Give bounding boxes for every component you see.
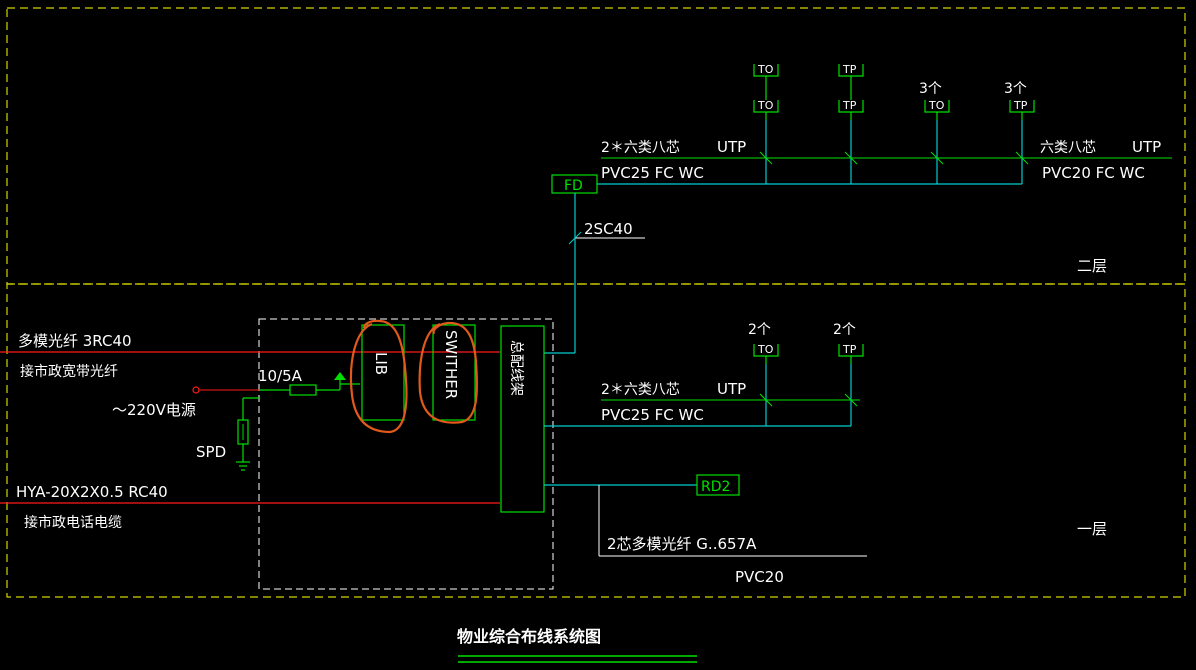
phone-input-desc: 接市政电话电缆 (24, 514, 122, 531)
floor-label-upper: 二层 (1077, 257, 1107, 275)
rd-box (696, 474, 740, 496)
fd-label: FD (564, 178, 583, 194)
upper-cable-right-utp: UTP (1132, 138, 1161, 156)
equipment-room-box (258, 318, 554, 590)
upper-outlet-0-bottom: TO (753, 99, 779, 120)
upper-outlet-3-bottom-label: TP (1013, 99, 1028, 112)
fiber-out-conduit: PVC20 (735, 568, 784, 586)
lower-outlet-0: TO (753, 343, 779, 364)
annotation-circle-lib (349, 319, 408, 434)
switch-box (432, 324, 476, 421)
lower-outlet-0-symbol (753, 344, 779, 364)
upper-cable-left-bottom: PVC25 FC WC (601, 164, 704, 182)
lib-box (361, 324, 405, 421)
phone-input-label: HYA-20X2X0.5 RC40 (16, 483, 168, 501)
upper-drop-ticks (759, 151, 1029, 165)
rd-label: RD2 (701, 479, 730, 495)
upper-outlet-2-bottom-symbol (924, 100, 950, 120)
spd-label: SPD (196, 443, 226, 461)
lower-outlets: TO 2个 TP 2个 (748, 322, 864, 364)
upper-outlet-0-top-symbol (753, 64, 779, 84)
upper-outlet-1-bottom-symbol (838, 100, 864, 120)
fiber-out-label: 2芯多模光纤 G..657A (607, 535, 757, 553)
lower-cable-bottom: PVC25 FC WC (601, 406, 704, 424)
lower-outlet-1-count: 2个 (833, 322, 856, 338)
upper-cable-left-top: 2＊六类八芯 (601, 140, 680, 156)
upper-outlet-3-count: 3个 (1004, 81, 1027, 97)
upper-outlet-0-top-label: TO (757, 63, 774, 76)
upper-outlet-2-count: 3个 (919, 81, 942, 97)
upper-cable-right-top: 六类八芯 (1040, 140, 1096, 156)
upper-outlet-1-bottom: TP (838, 99, 864, 120)
lower-outlet-1-symbol (838, 344, 864, 364)
lower-outlet-0-label: TO (757, 343, 774, 356)
lower-outlet-1: TP (838, 343, 864, 364)
lower-outlet-1-label: TP (842, 343, 857, 356)
breaker-label: 10/5A (258, 367, 303, 385)
upper-outlet-0-bottom-label: TO (757, 99, 774, 112)
riser-line (544, 193, 576, 354)
main-frame-label: 总配线架 (508, 340, 524, 396)
frame-lower-floor (6, 283, 1186, 598)
upper-outlet-1-top-label: TP (842, 63, 857, 76)
fiber-input-label: 多模光纤 3RC40 (18, 332, 132, 350)
floor-label-lower: 一层 (1077, 520, 1107, 538)
lower-drops (765, 364, 852, 426)
lower-outlet-0-count: 2个 (748, 322, 771, 338)
floor-frames (6, 7, 1186, 598)
upper-outlet-3-bottom: TP (1009, 99, 1035, 120)
main-distribution-frame (500, 325, 545, 513)
upper-outlet-1-top-symbol (838, 64, 864, 84)
breaker-symbol (334, 372, 346, 380)
upper-outlet-0-top: TO (753, 63, 779, 84)
annotation-circle-switch (418, 321, 478, 424)
upper-cable-left-utp: UTP (717, 138, 746, 156)
lower-drop-ticks (759, 393, 858, 407)
upper-cable-right-bottom: PVC20 FC WC (1042, 164, 1145, 182)
upper-outlet-0-bottom-symbol (753, 100, 779, 120)
upper-drops (765, 120, 1023, 184)
power-label: ～220V电源 (112, 401, 196, 419)
lower-cable-utp: UTP (717, 380, 746, 398)
power-circuit (236, 378, 360, 471)
diagram-title: 物业综合布线系统图 (457, 627, 601, 646)
switch-label: SWITHER (442, 330, 460, 399)
upper-outlet-1-bottom-label: TP (842, 99, 857, 112)
riser-cable-label: 2SC40 (584, 220, 633, 238)
upper-outlet-2-bottom-label: TO (928, 99, 945, 112)
riser-tick (568, 231, 582, 245)
upper-outlet-2-bottom: TO (924, 99, 950, 120)
lib-label: LIB (372, 352, 390, 375)
upper-outlet-1-top: TP (838, 63, 864, 84)
lower-cable-top: 2＊六类八芯 (601, 382, 680, 398)
upper-outlet-3-bottom-symbol (1009, 100, 1035, 120)
upper-outlets: TO TO TP TP TO 3个 TP 3个 (753, 63, 1035, 120)
fiber-input-desc: 接市政宽带光纤 (20, 363, 118, 380)
